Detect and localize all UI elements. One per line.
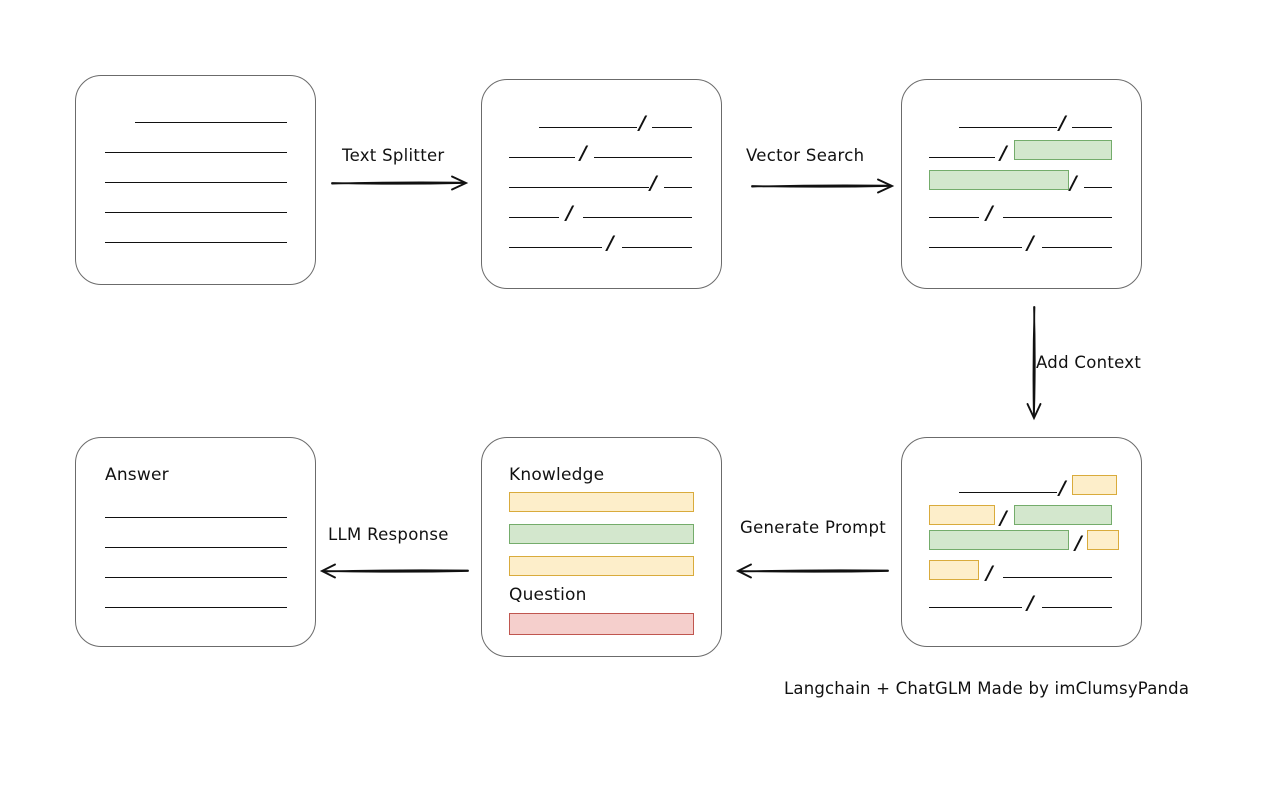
split-chunks-slash-1: /: [580, 142, 587, 164]
context-augmented-chunks-slash-4: /: [1027, 592, 1034, 614]
knowledge-label: Knowledge: [509, 465, 605, 485]
context-augmented-chunks-right-line-3: [1003, 577, 1112, 578]
vector-matched-chunks-slash-0: /: [1059, 112, 1066, 134]
answer-document-line-1: [105, 547, 287, 548]
answer-document-line-0: [105, 517, 287, 518]
split-chunks-right-line-2: [664, 187, 692, 188]
edge-vector-search-label: Vector Search: [746, 146, 865, 165]
edge-llm-response-label: LLM Response: [328, 525, 449, 544]
prompt-bar-yellow-0: [509, 492, 694, 512]
split-chunks-right-line-3: [583, 217, 692, 218]
source-document-line-2: [105, 182, 287, 183]
edge-text-splitter-label: Text Splitter: [342, 146, 445, 165]
vector-matched-chunks-slash-4: /: [1027, 232, 1034, 254]
context-augmented-chunks-left-highlight-green-2: [929, 530, 1069, 550]
split-chunks-left-line-4: [509, 247, 602, 248]
vector-matched-chunks-right-line-2: [1084, 187, 1112, 188]
vector-matched-chunks-right-line-4: [1042, 247, 1112, 248]
vector-matched-chunks-slash-2: /: [1070, 172, 1077, 194]
split-chunks-left-line-3: [509, 217, 559, 218]
split-chunks-right-line-4: [622, 247, 692, 248]
context-augmented-chunks-right-highlight-yellow-0: [1072, 475, 1117, 495]
source-document-line-4: [105, 242, 287, 243]
edge-add-context[interactable]: [1021, 305, 1051, 431]
context-augmented-chunks-left-highlight-yellow-1: [929, 505, 995, 525]
context-augmented-chunks-left-line-4: [929, 607, 1022, 608]
source-document-line-0: [135, 122, 287, 123]
split-chunks-left-line-2: [509, 187, 649, 188]
vector-matched-chunks-right-highlight-green-1: [1014, 140, 1112, 160]
context-augmented-chunks-left-highlight-yellow-3: [929, 560, 979, 580]
edge-generate-prompt[interactable]: [735, 558, 902, 584]
split-chunks-right-line-1: [594, 157, 692, 158]
split-chunks-slash-3: /: [566, 202, 573, 224]
vector-matched-chunks-right-line-3: [1003, 217, 1112, 218]
vector-matched-chunks-slash-3: /: [986, 202, 993, 224]
question-label: Question: [509, 585, 587, 605]
vector-matched-chunks-left-line-4: [929, 247, 1022, 248]
prompt-bar-red-3: [509, 613, 694, 635]
context-augmented-chunks-left-line-0: [959, 492, 1057, 493]
edge-llm-response[interactable]: [319, 558, 482, 584]
split-chunks-left-line-1: [509, 157, 575, 158]
prompt-bar-yellow-2: [509, 556, 694, 576]
vector-matched-chunks-right-line-0: [1072, 127, 1112, 128]
vector-matched-chunks-left-line-1: [929, 157, 995, 158]
split-chunks-slash-0: /: [639, 112, 646, 134]
answer-document-line-3: [105, 607, 287, 608]
context-augmented-chunks-slash-3: /: [986, 562, 993, 584]
split-chunks-right-line-0: [652, 127, 692, 128]
prompt-bar-green-1: [509, 524, 694, 544]
source-document-line-1: [105, 152, 287, 153]
edge-add-context-label: Add Context: [1036, 353, 1142, 372]
vector-matched-chunks-slash-1: /: [1000, 142, 1007, 164]
vector-matched-chunks-left-highlight-green-2: [929, 170, 1069, 190]
footer-credit: Langchain + ChatGLM Made by imClumsyPand…: [784, 679, 1190, 698]
vector-matched-chunks-left-line-0: [959, 127, 1057, 128]
source-document-line-3: [105, 212, 287, 213]
context-augmented-chunks-slash-1: /: [1000, 507, 1007, 529]
edge-vector-search[interactable]: [750, 173, 903, 199]
split-chunks-slash-4: /: [607, 232, 614, 254]
split-chunks-slash-2: /: [650, 172, 657, 194]
answer-document-line-2: [105, 577, 287, 578]
context-augmented-chunks-right-line-4: [1042, 607, 1112, 608]
context-augmented-chunks-right-highlight-yellow-2: [1087, 530, 1119, 550]
vector-matched-chunks-left-line-3: [929, 217, 979, 218]
edge-text-splitter[interactable]: [330, 170, 477, 196]
card-source-document[interactable]: [75, 75, 316, 285]
split-chunks-left-line-0: [539, 127, 637, 128]
context-augmented-chunks-right-highlight-green-1: [1014, 505, 1112, 525]
context-augmented-chunks-slash-2: /: [1075, 532, 1082, 554]
answer-label: Answer: [105, 465, 169, 485]
card-answer-document[interactable]: [75, 437, 316, 647]
card-split-chunks[interactable]: [481, 79, 722, 289]
context-augmented-chunks-slash-0: /: [1059, 477, 1066, 499]
edge-generate-prompt-label: Generate Prompt: [740, 518, 886, 537]
